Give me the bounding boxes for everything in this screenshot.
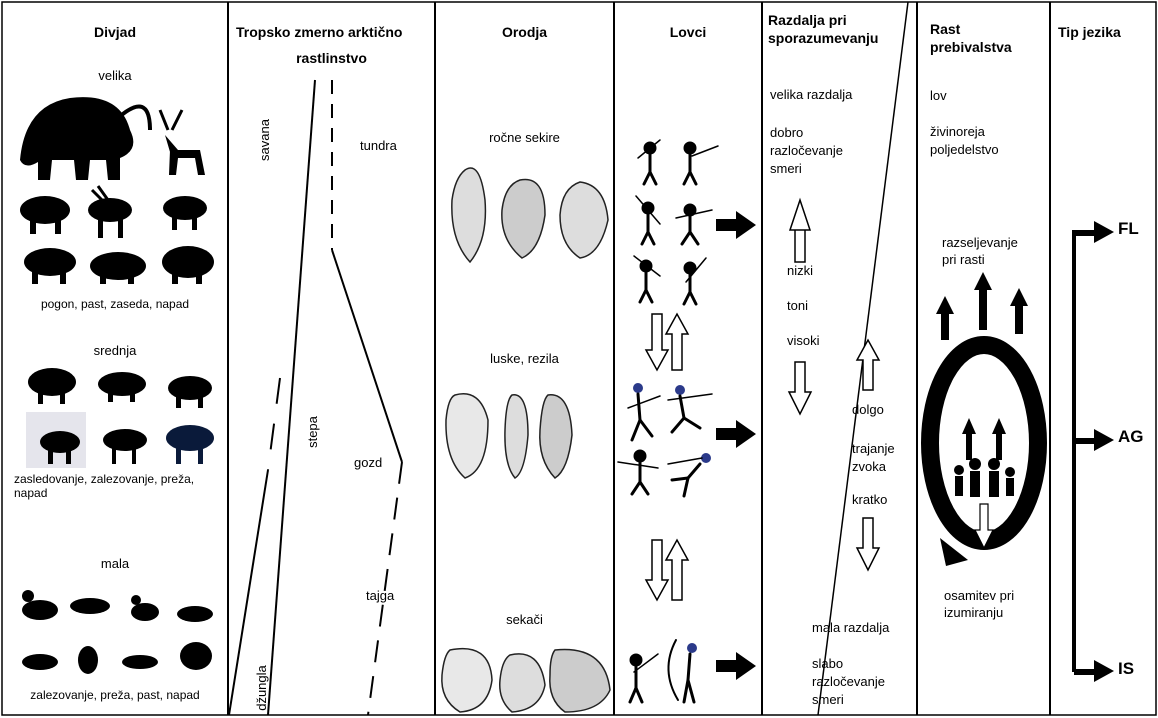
- communication-title-1: Razdalja pri: [768, 12, 847, 29]
- population-title-2: prebivalstva: [930, 39, 1012, 56]
- wildlife-large-methods: pogon, past, zaseda, napad: [2, 296, 228, 312]
- wildlife-medium-methods-1: zasledovanje, zalezovanje, preža,: [14, 472, 194, 486]
- wildlife-medium-methods-2: napad: [14, 486, 47, 500]
- vegetation-lines: [229, 80, 402, 715]
- comm-poor-1: slabo: [812, 656, 843, 672]
- medium-animals: [26, 368, 214, 468]
- comm-duration-1: trajanje: [852, 441, 895, 457]
- wildlife-small-label: mala: [2, 556, 228, 572]
- wildlife-title: Divjad: [2, 24, 228, 41]
- pop-hunting: lov: [930, 88, 947, 104]
- comm-short: kratko: [852, 492, 887, 508]
- label-stepa: stepa: [305, 407, 321, 457]
- large-animals: [20, 97, 214, 284]
- population-ring: [930, 272, 1038, 566]
- communication-title-2: sporazumevanju: [768, 30, 878, 47]
- comm-good-3: smeri: [770, 161, 802, 177]
- tools-title: Orodja: [435, 24, 614, 41]
- language-tree: [1074, 221, 1114, 682]
- comm-good-1: dobro: [770, 125, 803, 141]
- comm-high: visoki: [787, 333, 820, 349]
- pop-disperse-2: pri rasti: [942, 252, 985, 268]
- comm-duration-2: zvoka: [852, 459, 886, 475]
- label-tundra: tundra: [360, 138, 397, 154]
- comm-good-2: razločevanje: [770, 143, 843, 159]
- language-title: Tip jezika: [1058, 24, 1121, 41]
- language-is: IS: [1118, 661, 1134, 677]
- language-fl: FL: [1118, 221, 1139, 237]
- comm-near: mala razdalja: [812, 620, 889, 636]
- small-animals: [22, 590, 213, 674]
- comm-tones: toni: [787, 298, 808, 314]
- comm-low: nizki: [787, 263, 813, 279]
- wildlife-medium-label: srednja: [2, 343, 228, 359]
- hunters-title: Lovci: [614, 24, 762, 41]
- hunter-arrows: [716, 211, 756, 680]
- label-tajga: tajga: [366, 588, 394, 604]
- wildlife-large-label: velika: [2, 68, 228, 84]
- tools-choppers: sekači: [435, 612, 614, 628]
- label-gozd: gozd: [354, 455, 382, 471]
- tools: [442, 168, 610, 712]
- label-savana: savana: [257, 115, 273, 165]
- population-title-1: Rast: [930, 21, 960, 38]
- comm-poor-2: razločevanje: [812, 674, 885, 690]
- pop-isolate-1: osamitev pri: [944, 588, 1014, 604]
- pop-isolate-2: izumiranju: [944, 605, 1003, 621]
- tools-flakes: luske, rezila: [435, 351, 614, 367]
- language-ag: AG: [1118, 429, 1144, 445]
- vegetation-title-2: rastlinstvo: [228, 50, 435, 67]
- comm-poor-3: smeri: [812, 692, 844, 708]
- comm-far: velika razdalja: [770, 87, 852, 103]
- wildlife-small-methods: zalezovanje, preža, past, napad: [2, 687, 228, 703]
- hunter-figures: [618, 140, 718, 702]
- label-dzungla: džungla: [254, 658, 270, 718]
- tools-hand-axes: ročne sekire: [435, 130, 614, 146]
- pop-herding-2: poljedelstvo: [930, 142, 999, 158]
- comm-long: dolgo: [852, 402, 884, 418]
- vegetation-title-1: Tropsko zmerno arktično: [236, 24, 402, 41]
- pop-disperse-1: razseljevanje: [942, 235, 1018, 251]
- pop-herding-1: živinoreja: [930, 124, 985, 140]
